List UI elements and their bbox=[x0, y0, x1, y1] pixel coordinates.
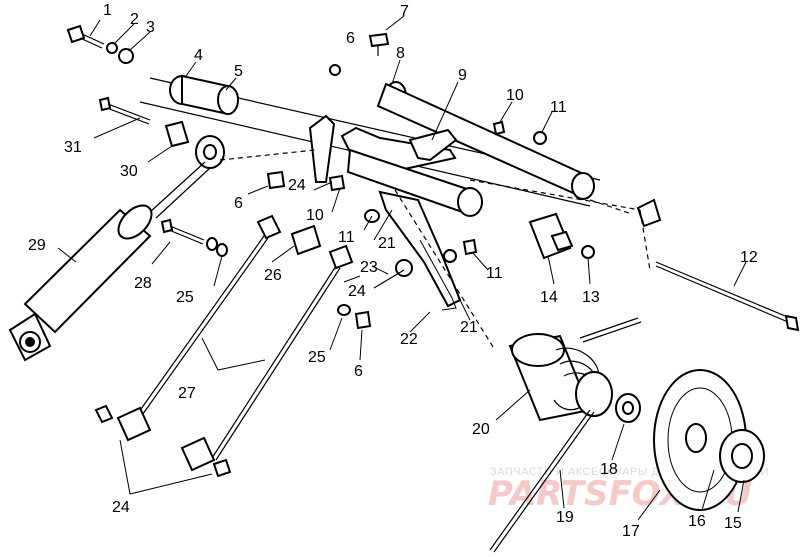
callout-10-mid: 10 bbox=[306, 207, 324, 224]
callout-31: 31 bbox=[64, 139, 82, 156]
callout-17: 17 bbox=[622, 523, 640, 540]
callout-21-bottom: 21 bbox=[460, 319, 478, 336]
bolt-7-spacer-8 bbox=[329, 32, 390, 76]
callout-labels: 1 2 3 4 5 6 7 8 9 10 11 31 30 6 24 10 29… bbox=[28, 2, 758, 540]
center-arm bbox=[308, 114, 483, 311]
callout-28: 28 bbox=[134, 275, 152, 292]
callout-21-top: 21 bbox=[378, 235, 396, 252]
small-nuts bbox=[328, 120, 547, 256]
bracket-9 bbox=[408, 128, 458, 162]
nut-6-a bbox=[266, 170, 286, 190]
callout-16: 16 bbox=[688, 513, 706, 530]
callout-7: 7 bbox=[400, 3, 409, 20]
callout-12: 12 bbox=[740, 249, 758, 266]
callout-4: 4 bbox=[194, 47, 203, 64]
bolt-1-assembly bbox=[66, 24, 134, 64]
spring-assembly bbox=[489, 317, 642, 553]
upper-cross-shaft bbox=[139, 74, 601, 207]
callout-24-top: 24 bbox=[288, 177, 306, 194]
tie-rods bbox=[94, 214, 354, 478]
callout-6-top: 6 bbox=[346, 30, 355, 47]
callout-6-left: 6 bbox=[234, 195, 243, 212]
callout-8: 8 bbox=[396, 45, 405, 62]
callout-11-right: 11 bbox=[486, 265, 503, 282]
callout-11-mid: 11 bbox=[338, 229, 355, 246]
callout-13: 13 bbox=[582, 289, 600, 306]
long-bolt-12 bbox=[636, 198, 800, 332]
pulley-wheel bbox=[653, 369, 765, 511]
callout-18: 18 bbox=[600, 461, 618, 478]
callout-5: 5 bbox=[234, 63, 243, 80]
callout-6-bottom: 6 bbox=[354, 363, 363, 380]
leader-lines bbox=[57, 15, 747, 521]
callout-26: 26 bbox=[264, 267, 282, 284]
callout-1: 1 bbox=[103, 2, 112, 19]
guide-lines bbox=[219, 149, 651, 351]
callout-11-top: 11 bbox=[550, 99, 567, 116]
callout-15: 15 bbox=[724, 515, 742, 532]
callout-10-top: 10 bbox=[506, 87, 524, 104]
callout-29: 29 bbox=[28, 237, 46, 254]
callout-25-left: 25 bbox=[176, 289, 194, 306]
shock-absorber bbox=[8, 161, 211, 362]
bolt-31-assembly bbox=[98, 96, 225, 169]
callout-2: 2 bbox=[130, 11, 139, 28]
plate-14 bbox=[528, 212, 595, 260]
callout-3: 3 bbox=[146, 19, 155, 36]
callout-27: 27 bbox=[178, 385, 196, 402]
callout-22: 22 bbox=[400, 331, 418, 348]
callout-24-bottom: 24 bbox=[112, 499, 130, 516]
callout-30: 30 bbox=[120, 163, 138, 180]
callout-14: 14 bbox=[540, 289, 558, 306]
callout-20: 20 bbox=[472, 421, 490, 438]
callout-25-bottom: 25 bbox=[308, 349, 326, 366]
callout-9: 9 bbox=[458, 67, 467, 84]
washer-nut-lower bbox=[337, 304, 372, 330]
washer-18 bbox=[615, 393, 641, 423]
bolt-28-assembly bbox=[160, 218, 228, 257]
callout-19: 19 bbox=[556, 509, 574, 526]
callout-24-mid: 24 bbox=[348, 283, 366, 300]
callout-23: 23 bbox=[360, 259, 378, 276]
